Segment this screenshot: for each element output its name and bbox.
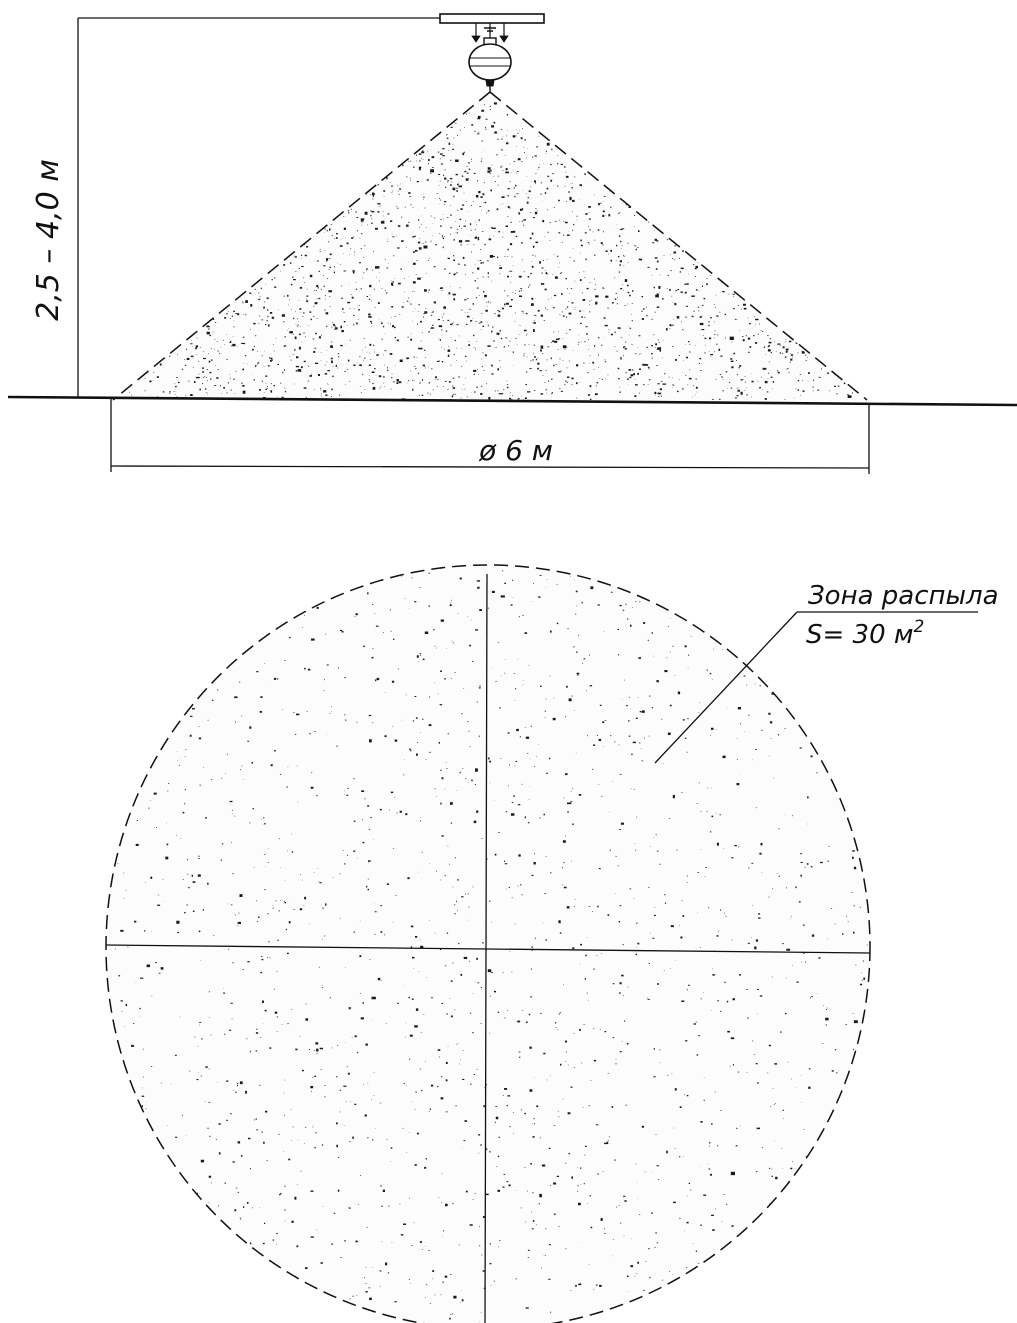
horizontal-axis	[105, 944, 871, 954]
diameter-dimension-line	[110, 465, 870, 469]
zone-area-exponent: 2	[914, 617, 925, 637]
floor-line	[7, 395, 1017, 407]
zone-title: Зона распыла	[808, 581, 999, 611]
zone-area-label: S= 30 м2	[806, 617, 924, 650]
cone-left-edge	[112, 91, 491, 401]
mounting-plate	[439, 13, 545, 24]
plan-view: Зона распыла S= 30 м2	[105, 564, 999, 1323]
cone-right-edge	[489, 91, 868, 401]
zone-area-text: S= 30 м	[806, 620, 914, 650]
spray-zone-circle	[106, 565, 870, 1323]
side-view: 2,5 – 4,0 м ø 6 м	[7, 13, 1017, 474]
leader-line	[654, 611, 798, 764]
sprinkler-module-icon	[468, 23, 512, 93]
spray-zone-boundary	[105, 564, 871, 1323]
diameter-label: ø 6 м	[478, 434, 553, 467]
height-label: 2,5 – 4,0 м	[31, 159, 66, 321]
spray-cone	[113, 92, 867, 400]
